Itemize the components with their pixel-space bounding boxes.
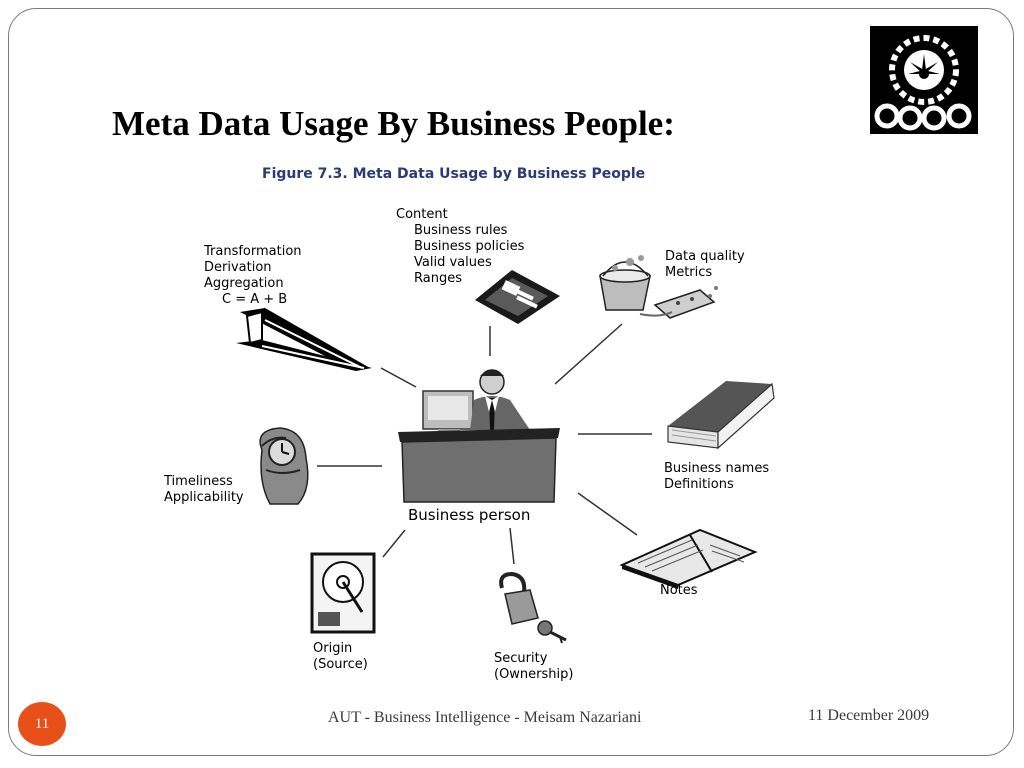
data-quality-label: Data quality Metrics (665, 249, 745, 280)
origin-label: Origin (Source) (313, 641, 368, 672)
timeliness-label: Timeliness Applicability (164, 474, 244, 505)
business-person-label: Business person (408, 506, 531, 524)
hard-disk-icon (310, 552, 376, 634)
connector-lines (317, 323, 652, 565)
briefcase-icon (475, 270, 560, 324)
notebook-icon (619, 528, 758, 589)
content-label: Content Business rules Business policies… (396, 207, 525, 286)
i-beam-icon (236, 308, 372, 371)
book-icon (667, 381, 775, 450)
university-logo-icon (870, 26, 978, 134)
notes-label: Notes (660, 583, 698, 598)
slide-frame (8, 8, 1014, 756)
footer-date: 11 December 2009 (808, 707, 930, 724)
person-at-desk-icon (398, 369, 560, 503)
bucket-sponge-icon (599, 255, 718, 319)
clock-in-hand-icon (259, 427, 309, 505)
slide-number-badge: 11 (18, 702, 66, 746)
security-label: Security (Ownership) (494, 651, 574, 682)
transformation-label: Transformation Derivation Aggregation C … (204, 244, 302, 307)
figure-caption: Figure 7.3. Meta Data Usage by Business … (262, 166, 646, 182)
padlock-key-icon (499, 571, 567, 644)
slide-title: Meta Data Usage By Business People: (112, 104, 675, 143)
footer-text: AUT - Business Intelligence - Meisam Naz… (328, 709, 642, 726)
business-names-label: Business names Definitions (664, 461, 770, 492)
slide-number: 11 (34, 715, 50, 732)
